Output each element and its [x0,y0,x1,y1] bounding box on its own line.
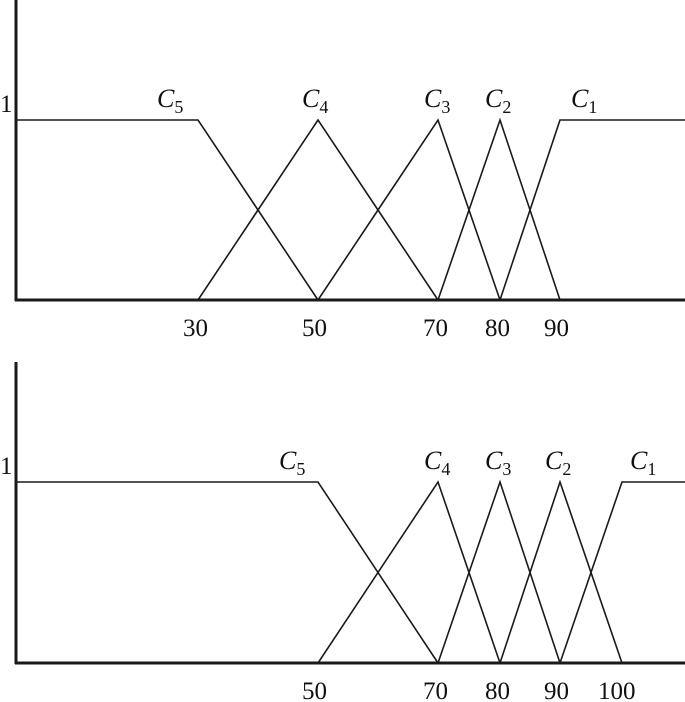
bottom-x-tick-100: 100 [598,678,636,702]
bottom-curve-c3 [437,479,561,664]
top-chart: 1 C5 C4 C3 C2 C1 30 50 70 80 90 [0,0,685,342]
bottom-label-c4: C4 [424,446,450,479]
top-label-c4: C4 [302,84,328,117]
top-curve-c5 [16,119,319,301]
bottom-label-c2: C2 [545,446,571,479]
bottom-chart: 1 C5 C4 C3 C2 C1 50 70 80 90 100 [0,362,685,702]
top-curve-c2 [437,117,561,301]
bottom-curve-c1 [559,481,685,664]
bottom-x-tick-70: 70 [423,678,448,702]
top-curve-c1 [499,119,685,301]
bottom-label-c1: C1 [630,446,656,479]
top-label-c2: C2 [485,84,511,117]
bottom-x-tick-90: 90 [544,678,569,702]
bottom-label-c5: C5 [279,446,305,479]
bottom-curve-c2 [499,479,623,664]
bottom-x-tick-50: 50 [302,678,327,702]
top-y-tick-1: 1 [0,91,13,118]
bottom-label-c3: C3 [485,446,511,479]
bottom-x-tick-80: 80 [485,678,510,702]
top-label-c5: C5 [157,84,183,117]
bottom-curve-c5 [16,481,439,664]
top-curve-c3 [317,118,501,301]
top-label-c3: C3 [424,84,450,117]
top-label-c1: C1 [571,84,597,117]
top-x-tick-30: 30 [183,315,208,342]
top-x-tick-50: 50 [302,315,327,342]
top-x-tick-80: 80 [485,315,510,342]
bottom-y-tick-1: 1 [0,453,13,480]
top-x-tick-90: 90 [544,315,569,342]
top-x-tick-70: 70 [423,315,448,342]
bottom-curve-c4 [317,480,501,664]
top-curve-c4 [197,118,439,301]
